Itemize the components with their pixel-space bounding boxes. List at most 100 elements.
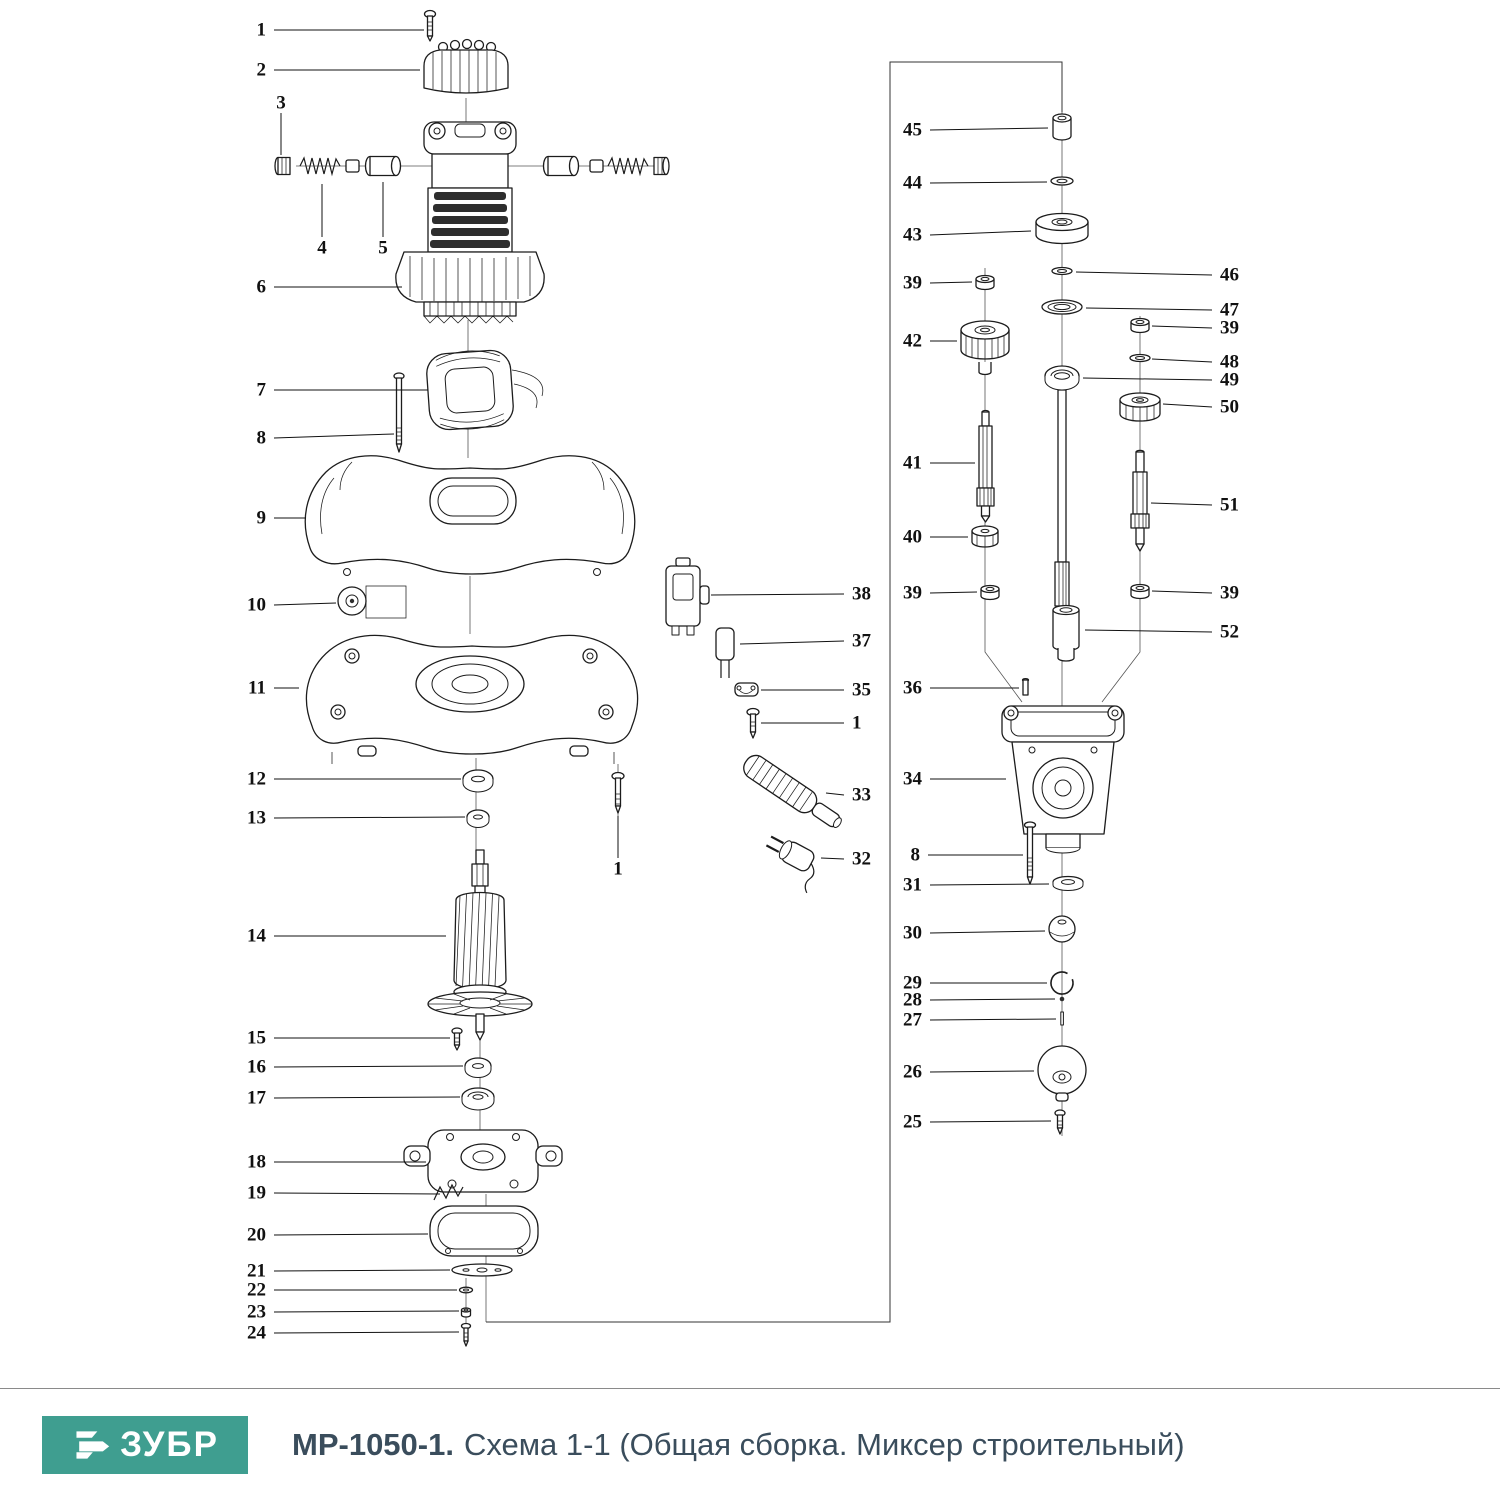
callout-label: 17 [247, 1088, 267, 1109]
part-47-race [1041, 299, 1083, 315]
callout-label: 48 [1220, 352, 1239, 373]
callout-label: 23 [247, 1302, 266, 1323]
callout-leader-line [929, 1070, 1035, 1073]
callout-leader-line [825, 792, 845, 796]
part-24-screw [460, 1322, 472, 1347]
brush-connector-left [345, 159, 360, 173]
part-8-bolt [393, 372, 405, 453]
callout-leader-line [273, 602, 337, 606]
callout-label: 7 [257, 380, 267, 401]
part-1-screw-c [746, 707, 760, 739]
callout-label: 28 [903, 990, 922, 1011]
callout-label: 26 [903, 1062, 922, 1083]
callout-label: 52 [1220, 622, 1239, 643]
part-46-washer [1051, 266, 1073, 276]
drive-shaft [1054, 389, 1070, 607]
callout-label: 43 [903, 225, 922, 246]
callout-label: 36 [903, 678, 922, 699]
callout-label: 41 [903, 453, 922, 474]
callout-leader-line [1085, 307, 1213, 311]
callout-leader-line [929, 998, 1056, 1001]
callout-label: 1 [613, 859, 623, 880]
callout-label: 35 [852, 680, 871, 701]
callout-label: 39 [1220, 318, 1239, 339]
part-5-brush-holder [364, 155, 402, 177]
diagram-caption: МР-1050-1.Схема 1-1 (Общая сборка. Миксе… [292, 1427, 1185, 1463]
frame-bracket [486, 61, 1063, 1323]
callout-label: 39 [903, 583, 922, 604]
callout-leader-line [1084, 629, 1213, 633]
part-39-nut-b [980, 584, 1000, 601]
callout-leader-line [1151, 358, 1213, 363]
callout-label: 42 [903, 331, 922, 352]
part-31-washer [1052, 875, 1084, 891]
callout-label: 29 [903, 973, 922, 994]
brand-name: ЗУБР [120, 1425, 219, 1464]
callout-label: 40 [903, 527, 922, 548]
callout-leader-line [273, 1233, 429, 1236]
part-28-pin [1059, 996, 1065, 1002]
part-9-housing-upper [304, 455, 636, 576]
callout-leader-line [929, 930, 1046, 934]
callout-label: 51 [1220, 495, 1239, 516]
callout-label: 44 [903, 173, 923, 194]
callout-leader-line [273, 816, 466, 819]
callout-label: 13 [247, 808, 266, 829]
model-number: МР-1050-1. [292, 1426, 454, 1462]
callout-leader-line [273, 1192, 441, 1195]
part-10-switch-button [337, 585, 407, 619]
callout-leader-line [1075, 271, 1213, 276]
part-26-flange [1037, 1045, 1087, 1102]
part-36-pin [1021, 677, 1030, 696]
callout-leader-line [929, 127, 1049, 131]
callout-label: 32 [852, 849, 871, 870]
callout-label: 15 [247, 1028, 266, 1049]
part-48-washer [1129, 353, 1151, 363]
callout-label: 4 [317, 238, 327, 259]
callout-label: 16 [247, 1057, 266, 1078]
callout-leader-line [929, 591, 978, 594]
callout-label: 19 [247, 1183, 266, 1204]
callout-label: 38 [852, 584, 871, 605]
callout-label: 47 [1220, 300, 1240, 321]
callout-leader-line [929, 1120, 1052, 1123]
part-32-power-plug [765, 835, 815, 894]
callout-label: 2 [257, 60, 267, 81]
callout-label: 50 [1220, 397, 1239, 418]
part-4-spring [299, 156, 341, 177]
callout-leader-line [820, 857, 845, 860]
part-6-motor-housing [395, 121, 545, 324]
callout-label: 5 [378, 238, 388, 259]
part-29-snap-ring [1050, 971, 1074, 995]
part-34-gearbox-housing [1001, 705, 1125, 854]
callout-label: 1 [257, 20, 267, 41]
callout-leader-line [929, 1018, 1057, 1021]
part-3-cap [274, 156, 291, 176]
part-16-bearing [464, 1057, 492, 1078]
callout-label: 3 [276, 93, 286, 114]
part-39-nut-c [1130, 317, 1150, 334]
part-17-bearing [461, 1087, 495, 1111]
callout-leader-line [273, 1310, 460, 1313]
part-44-washer [1050, 176, 1074, 186]
callout-label: 33 [852, 785, 871, 806]
part-30-ball [1048, 915, 1076, 943]
part-1-screw [423, 9, 437, 42]
callout-label: 8 [257, 428, 267, 449]
callout-label: 11 [248, 678, 266, 699]
part-52-spindle [1052, 604, 1080, 662]
part-37-capacitor [715, 627, 735, 678]
part-19-spring-pin [433, 1183, 464, 1201]
part-50-gear [1119, 392, 1161, 422]
callout-label: 49 [1220, 370, 1239, 391]
footer: ЗУБР МР-1050-1.Схема 1-1 (Общая сборка. … [0, 1388, 1500, 1500]
diagram-title: Схема 1-1 (Общая сборка. Миксер строител… [463, 1426, 1185, 1462]
part-23-nut [460, 1307, 472, 1318]
callout-label: 21 [247, 1261, 266, 1282]
callout-leader-line [710, 593, 845, 596]
callout-label: 34 [903, 769, 923, 790]
callout-leader-line [739, 640, 845, 645]
callout-label: 27 [903, 1010, 923, 1031]
part-25-screw [1054, 1109, 1066, 1135]
